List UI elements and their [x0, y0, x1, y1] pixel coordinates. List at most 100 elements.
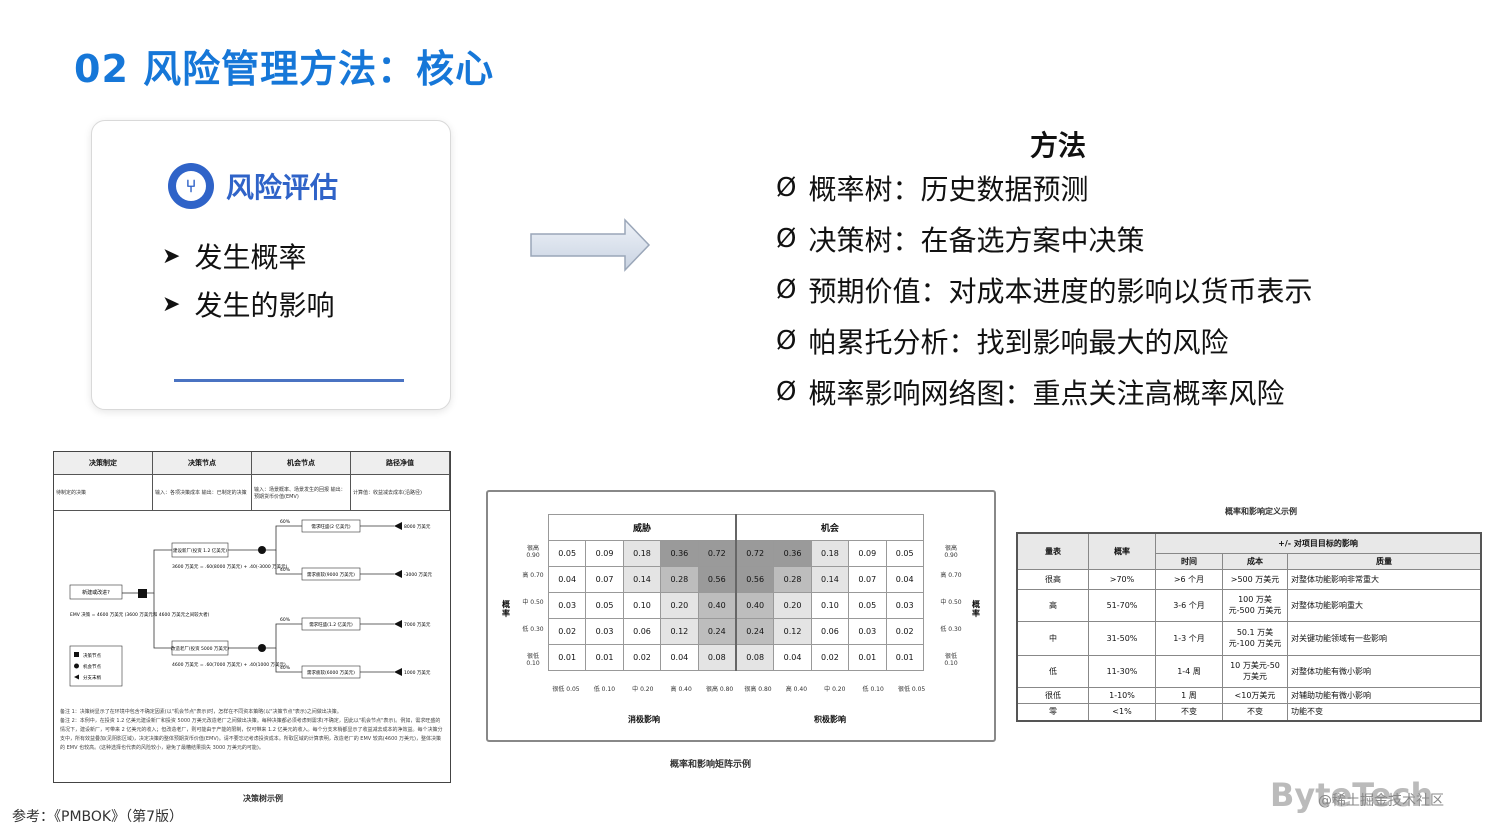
defs-cell: 50.1 万美元-100 万美元: [1222, 620, 1288, 656]
defs-cell: 31-50%: [1088, 620, 1156, 656]
tree-subheader: 输入：场景概率、场景发生的回报 输出：预期货币价值(EMV): [252, 475, 351, 510]
page-title: 02 风险管理方法：核心: [74, 47, 495, 91]
path-value: 7000 万美元: [404, 621, 431, 628]
defs-cell: 对整体功能影响重大: [1287, 588, 1482, 622]
methods-title: 方法: [1030, 129, 1087, 162]
matrix-cell: 0.05: [848, 592, 887, 619]
matrix-cell: 0.28: [773, 566, 812, 593]
matrix-cell: 0.09: [585, 540, 624, 567]
end-node: [394, 522, 402, 530]
defs-cell: <10万美元: [1222, 686, 1288, 704]
column-label: 高 0.40: [785, 686, 808, 693]
matrix-caption: 概率和影响矩阵示例: [670, 760, 752, 770]
matrix-cell: 0.56: [735, 566, 775, 593]
column-label: 很高 0.80: [705, 686, 734, 693]
defs-cell: 51-70%: [1088, 588, 1156, 622]
tree-header: 决策制定: [54, 452, 153, 474]
row-label: 很低 0.10: [526, 653, 540, 667]
tree-header: 机会节点: [252, 452, 351, 474]
defs-cell: 1 周: [1155, 686, 1223, 704]
matrix-cell: 0.56: [697, 566, 737, 593]
path-value: -3000 万美元: [404, 571, 433, 578]
defs-cell: 中: [1016, 620, 1089, 656]
foot-label-right: 积极影响: [814, 715, 846, 724]
defs-cell: 不变: [1155, 702, 1223, 722]
row-label: 高 0.70: [522, 572, 544, 579]
defs-cell: 低: [1016, 654, 1089, 688]
branch-upgrade-text: 改造老厂(投资 5000 万美元): [171, 645, 230, 652]
defs-cell: 很低: [1016, 686, 1089, 704]
matrix-cell: 0.07: [848, 566, 887, 593]
watermark-text: @稀土掘金技术社区: [1318, 793, 1444, 809]
matrix-cell: 0.02: [810, 644, 850, 671]
matrix-cell: 0.05: [547, 540, 587, 567]
matrix-cell: 0.01: [848, 644, 887, 671]
column-label: 很低 0.05: [897, 686, 926, 693]
row-label: 高 0.70: [940, 572, 962, 579]
matrix-cell: 0.06: [810, 618, 850, 645]
column-label: 中 0.20: [824, 686, 846, 693]
matrix-cell: 0.10: [622, 592, 662, 619]
column-label: 很高 0.80: [744, 686, 772, 693]
matrix-cell: 0.01: [547, 644, 587, 671]
defs-cell: 100 万美元-500 万美元: [1222, 588, 1288, 622]
defs-cell: 很高: [1016, 568, 1089, 590]
row-label: 很高 0.90: [944, 545, 958, 559]
defs-cell: 3-6 个月: [1155, 588, 1223, 622]
decision-node: [138, 589, 147, 598]
card-item-probability: ➤发生概率: [162, 241, 307, 274]
decision-tree-figure: 决策制定 决策节点 机会节点 路径净值 待制定的决策 输入：各项决策成本 输出：…: [53, 451, 451, 783]
matrix-cell: 0.01: [885, 644, 924, 671]
defs-cell: >500 万美元: [1222, 568, 1288, 590]
matrix-cell: 0.12: [773, 618, 812, 645]
card-title: 风险评估: [226, 171, 339, 204]
defs-cell: >70%: [1088, 568, 1156, 590]
tree-notes: 备注 1：决策树显示了在环境中包含不确定因素(以"机会节点"表示)时，怎样在不同…: [60, 708, 444, 753]
defs-header: 时间: [1155, 552, 1223, 570]
defs-cell: >6 个月: [1155, 568, 1223, 590]
tree-subheader: 输入：各项决策成本 输出：已制定的决策: [153, 475, 252, 510]
defs-cell: 10 万美元-50 万美元: [1222, 654, 1288, 688]
matrix-cell: 0.24: [697, 618, 737, 645]
defs-cell: 11-30%: [1088, 654, 1156, 688]
row-label: 低 0.30: [940, 626, 962, 633]
matrix-cell: 0.18: [622, 540, 662, 567]
demand-label: 需求疲软(6000 万美元): [307, 669, 355, 676]
matrix-cell: 0.14: [622, 566, 662, 593]
demand-label: 需求旺盛(1.2 亿美元): [309, 621, 353, 628]
threat-header: 威胁: [547, 514, 737, 541]
matrix-cell: 0.05: [885, 540, 924, 567]
matrix-cell: 0.10: [810, 592, 850, 619]
question-text: 新建或改进?: [82, 589, 110, 596]
demand-label: 需求旺盛(2 亿美元): [311, 523, 351, 530]
prob-label: 60%: [280, 519, 291, 525]
matrix-cell: 0.04: [547, 566, 587, 593]
matrix-cell: 0.72: [697, 540, 737, 567]
foot-label-left: 消极影响: [628, 715, 660, 724]
matrix-cell: 0.07: [585, 566, 624, 593]
legend-item: 机会节点: [83, 663, 101, 670]
matrix-cell: 0.08: [735, 644, 775, 671]
matrix-cell: 0.20: [773, 592, 812, 619]
arrow-bullet-icon: ➤: [162, 243, 181, 269]
matrix-cell: 0.72: [735, 540, 775, 567]
column-label: 中 0.20: [632, 686, 654, 693]
watermark-logo: ByteTech: [1270, 776, 1434, 814]
chance-node: [258, 644, 266, 652]
prob-label: 40%: [280, 567, 291, 573]
branch-new-box: [171, 542, 229, 558]
matrix-cell: 0.04: [885, 566, 924, 593]
tree-note: 备注 1：决策树显示了在环境中包含不确定因素(以"机会节点"表示)时，怎样在不同…: [60, 709, 342, 715]
decision-tree-diagram: 新建或改进? 建设新厂(投资 1.2 亿美元) 改造老厂(投资 5000 万美元…: [69, 519, 433, 687]
defs-cell: 1-10%: [1088, 686, 1156, 704]
matrix-cell: 0.05: [585, 592, 624, 619]
matrix-cell: 0.03: [885, 592, 924, 619]
new-emv-text: 3600 万美元 = .60(8000 万美元) + .40(-3000 万美元…: [172, 563, 288, 570]
